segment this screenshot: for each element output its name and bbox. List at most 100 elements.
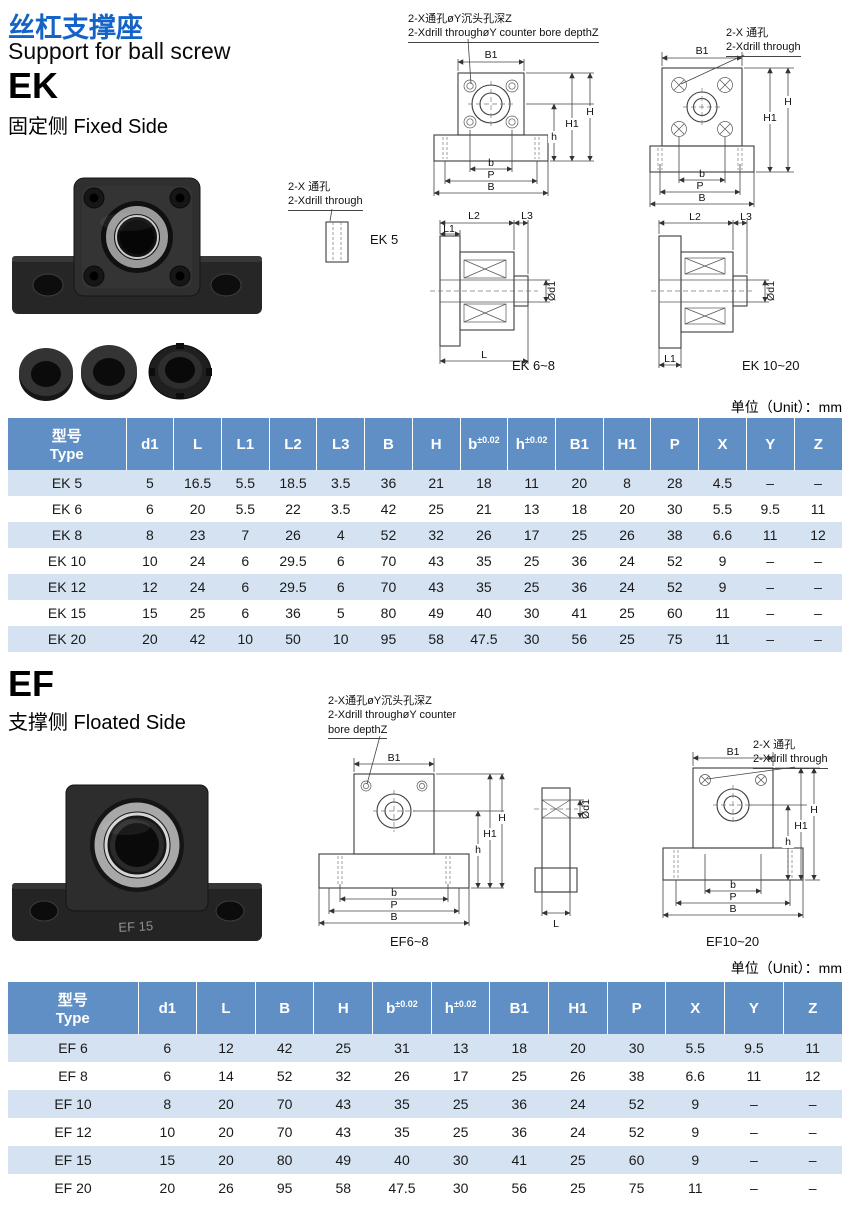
type-cell: EF 15 (8, 1146, 138, 1174)
value-cell: 30 (666, 501, 683, 517)
dimensions-right: h H1 H (526, 72, 597, 162)
column-header: Z (794, 418, 842, 470)
ef-counterbore-annotation: 2-X通孔øY沉头孔深Z 2-Xdrill throughøY counter … (328, 694, 456, 739)
value-cell: 11 (746, 1068, 762, 1084)
value-cell: 30 (507, 626, 556, 652)
value-cell: 52 (666, 553, 683, 569)
column-header: B1 (555, 418, 604, 470)
value-cell: 24 (189, 553, 206, 569)
value-cell: 20 (159, 1180, 176, 1196)
value-cell: 26 (570, 1068, 586, 1084)
value-cell: 26 (603, 522, 651, 548)
value-cell: – (808, 1180, 817, 1196)
ef68-front-view: B1 h H1 H b P B (318, 752, 509, 926)
svg-text:P: P (696, 180, 703, 192)
outline (662, 767, 804, 881)
value-cell: 42 (255, 1034, 314, 1062)
value-cell: 35 (394, 1124, 410, 1140)
value-cell: 5.5 (712, 501, 733, 517)
ef-product-photo: EF 15 (12, 784, 262, 941)
value-cell: 36 (511, 1124, 528, 1140)
svg-text:H: H (586, 106, 594, 118)
svg-text:Ød1: Ød1 (580, 799, 592, 819)
type-cell: EF 20 (54, 1180, 92, 1196)
annotation-line: 2-X通孔øY沉头孔深Z (408, 13, 512, 25)
value-cell: 20 (196, 1146, 256, 1174)
column-header: H1 (548, 982, 608, 1034)
dimensions-right: H1 H (744, 67, 795, 173)
value-cell: – (746, 626, 795, 652)
value-cell: 21 (412, 470, 461, 496)
value-cell: 11 (715, 605, 730, 621)
value-cell: 20 (218, 1124, 234, 1140)
ek1020-caption: EK 10~20 (742, 358, 800, 373)
value-cell: – (749, 1180, 758, 1196)
bearing-bore (100, 201, 173, 273)
svg-text:b: b (391, 887, 397, 899)
ek-side-label: 固定侧 Fixed Side (8, 116, 169, 138)
value-cell: 30 (523, 605, 540, 621)
value-cell: 12 (126, 574, 174, 600)
annotation-line: 2-Xdrill throughøY counter bore depthZ (408, 26, 599, 43)
value-cell: 6.6 (698, 522, 747, 548)
value-cell: 60 (666, 605, 683, 621)
value-cell: 31 (372, 1034, 432, 1062)
value-cell: 15 (138, 1146, 197, 1174)
value-cell: 6.6 (685, 1068, 705, 1084)
svg-text:H: H (784, 96, 792, 108)
value-cell: 35 (460, 574, 508, 600)
column-header: L (196, 982, 256, 1034)
svg-text:P: P (729, 891, 736, 903)
value-cell: 95 (364, 626, 413, 652)
svg-text:L: L (481, 349, 487, 361)
value-cell: 9 (665, 1146, 725, 1174)
value-cell: 30 (452, 1180, 469, 1196)
column-header: L (173, 418, 222, 470)
column-header: h±0.02 (431, 982, 491, 1034)
dimensions-top: L2 L3 (658, 211, 752, 274)
svg-text:L2: L2 (689, 211, 701, 223)
dimension-B1: B1 (692, 746, 774, 766)
column-header: P (607, 982, 667, 1034)
dimension-d1: Ød1 (570, 799, 592, 819)
annotation-line: 2-X 通孔 (288, 181, 331, 193)
value-cell: – (724, 1146, 784, 1174)
ef-series-code: EF (8, 663, 55, 704)
value-cell: 11 (507, 470, 556, 496)
value-cell: – (783, 1090, 842, 1118)
column-header: B (364, 418, 413, 470)
dimension-L: L (439, 306, 529, 364)
value-cell: 8 (138, 1090, 197, 1118)
value-cell: 20 (619, 501, 635, 517)
type-cell: EF 10 (8, 1090, 138, 1118)
value-cell: 14 (218, 1068, 234, 1084)
value-cell: – (766, 553, 775, 569)
value-cell: 25 (603, 626, 651, 652)
value-cell: 47.5 (460, 626, 508, 652)
value-cell: 12 (794, 522, 842, 548)
value-cell: 36 (555, 574, 604, 600)
value-cell: 9 (665, 1090, 725, 1118)
value-cell: 21 (476, 501, 492, 517)
svg-text:B1: B1 (727, 746, 740, 758)
ek-unit-note: 单位（Unit）：mm (730, 399, 842, 415)
value-cell: – (794, 470, 842, 496)
value-cell: 24 (570, 1124, 586, 1140)
value-cell: 20 (555, 470, 604, 496)
value-cell: 24 (548, 1090, 608, 1118)
value-cell: 17 (452, 1068, 469, 1084)
value-cell: 3.5 (316, 470, 365, 496)
annotation-line: 2-X通孔øY沉头孔深Z (328, 695, 432, 707)
value-cell: 95 (276, 1180, 293, 1196)
column-header: L3 (316, 418, 366, 470)
dimensions-right: h H1 H (413, 773, 509, 889)
value-cell: 4 (316, 522, 365, 548)
value-cell: 25 (511, 1068, 528, 1084)
